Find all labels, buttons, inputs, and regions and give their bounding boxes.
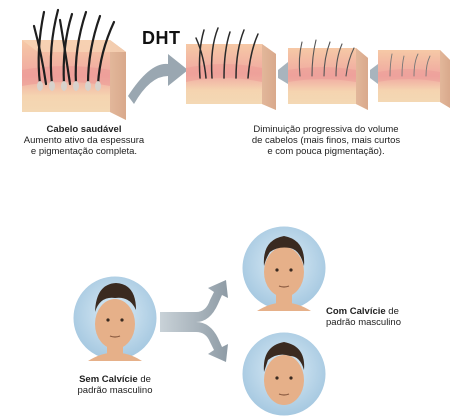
progress-line-2: de cabelos (mais finos, mais curtos <box>251 135 401 146</box>
with-baldness-bold: Com Calvície <box>326 306 386 317</box>
face-bottom-right <box>239 329 329 419</box>
healthy-skin-block <box>22 8 126 120</box>
without-baldness-rest: de <box>137 374 151 385</box>
progress-line-3: e com pouca pigmentação). <box>267 146 385 157</box>
progress-line-1: Diminuição progressiva do volume <box>253 124 399 135</box>
healthy-title: Cabelo saudável <box>46 124 122 135</box>
with-baldness-caption: Com Calvície de padrão masculino <box>326 306 450 328</box>
without-baldness-bold: Sem Calvície <box>79 374 138 385</box>
small-arrow-icon-2 <box>370 64 378 84</box>
without-baldness-caption: Sem Calvície de padrão masculino <box>60 374 170 396</box>
progress-skin-block-2 <box>288 39 368 110</box>
progress-skin-block-3 <box>378 50 450 108</box>
with-baldness-line-2: padrão masculino <box>326 317 401 328</box>
small-arrow-icon <box>278 62 288 84</box>
face-with-baldness <box>239 223 329 313</box>
healthy-line-2: e pigmentação completa. <box>30 146 138 157</box>
progress-caption: Diminuição progressiva do volume de cabe… <box>226 124 426 157</box>
without-baldness-line-2: padrão masculino <box>77 385 153 396</box>
split-arrow-icon <box>160 280 228 362</box>
healthy-caption: Cabelo saudável Aumento ativo da espessu… <box>4 124 164 157</box>
dht-label: DHT <box>142 28 181 48</box>
with-baldness-rest: de <box>385 306 399 317</box>
dht-arrow-icon <box>128 54 188 104</box>
healthy-line-1: Aumento ativo da espessura <box>23 135 145 146</box>
face-no-baldness <box>70 273 160 363</box>
progress-skin-block-1 <box>186 27 276 110</box>
